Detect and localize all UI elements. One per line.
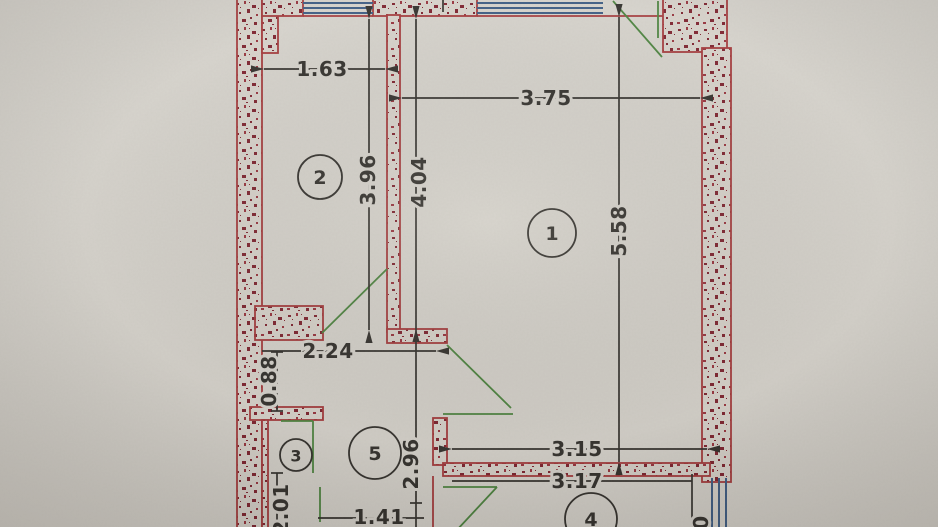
floorplan-photo: 1.63 3.75 2.24 3.15 3.17 1.41 3.96 4.04 …	[0, 0, 938, 527]
floorplan-canvas: 1.63 3.75 2.24 3.15 3.17 1.41 3.96 4.04 …	[0, 0, 938, 527]
paper-grain-overlay	[0, 0, 938, 527]
